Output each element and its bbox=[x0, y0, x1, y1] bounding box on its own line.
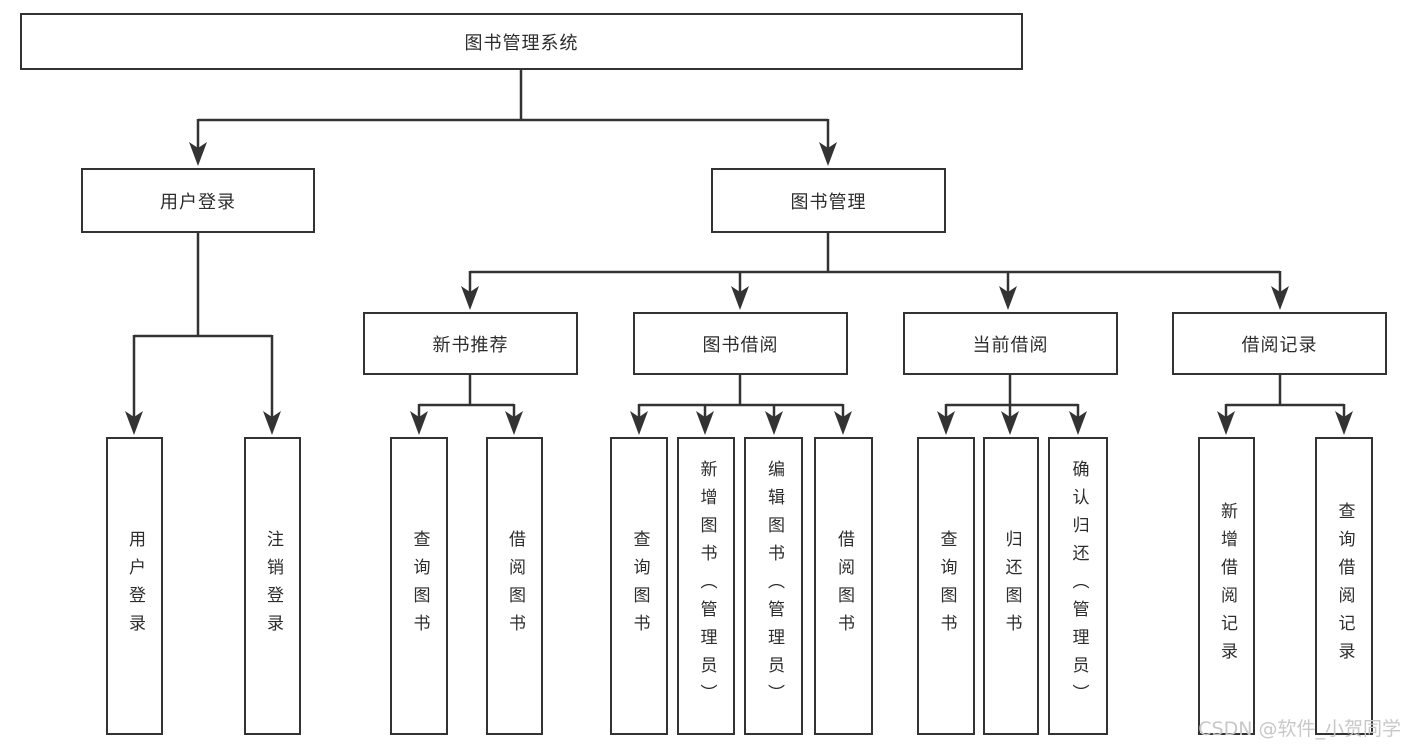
leaf-current-confirm-return-admin-label: 确认归还（管理员） bbox=[1068, 460, 1089, 712]
leaf-newbook-query-book-label: 查询图书 bbox=[409, 530, 430, 642]
node-borrow-record: 借阅记录 bbox=[1172, 312, 1387, 375]
leaf-current-return-book-label: 归还图书 bbox=[1001, 530, 1022, 642]
leaf-record-add-label: 新增借阅记录 bbox=[1217, 502, 1237, 670]
node-book-management-label: 图书管理 bbox=[790, 191, 867, 213]
node-book-management: 图书管理 bbox=[711, 168, 946, 233]
leaf-newbook-borrow-book: 借阅图书 bbox=[486, 437, 543, 735]
leaf-logout-login: 注销登录 bbox=[244, 437, 301, 735]
node-book-borrow: 图书借阅 bbox=[633, 312, 848, 375]
leaf-borrow-edit-book-admin: 编辑图书（管理员） bbox=[744, 437, 803, 735]
leaf-borrow-borrow-book-label: 借阅图书 bbox=[834, 530, 854, 642]
leaf-borrow-borrow-book: 借阅图书 bbox=[814, 437, 873, 735]
leaf-newbook-borrow-book-label: 借阅图书 bbox=[505, 530, 525, 642]
node-new-book-recommend-label: 新书推荐 bbox=[432, 334, 509, 356]
connector-paths bbox=[132, 68, 1346, 419]
watermark: CSDN @软件_小贺同学 bbox=[1198, 718, 1401, 740]
node-new-book-recommend: 新书推荐 bbox=[363, 312, 578, 375]
leaf-user-login: 用户登录 bbox=[106, 437, 163, 735]
leaf-borrow-add-book-admin-label: 新增图书（管理员） bbox=[696, 460, 717, 712]
leaf-borrow-add-book-admin: 新增图书（管理员） bbox=[677, 437, 735, 735]
leaf-newbook-query-book: 查询图书 bbox=[390, 437, 448, 735]
leaf-borrow-query-book: 查询图书 bbox=[610, 437, 668, 735]
node-user-login: 用户登录 bbox=[81, 168, 315, 233]
leaf-borrow-query-book-label: 查询图书 bbox=[629, 530, 650, 642]
node-borrow-record-label: 借阅记录 bbox=[1241, 334, 1318, 356]
node-root: 图书管理系统 bbox=[20, 13, 1023, 70]
leaf-current-query-book: 查询图书 bbox=[917, 437, 975, 735]
node-current-borrow-label: 当前借阅 bbox=[972, 334, 1049, 356]
node-root-label: 图书管理系统 bbox=[464, 32, 579, 54]
node-current-borrow: 当前借阅 bbox=[903, 312, 1118, 375]
leaf-user-login-label: 用户登录 bbox=[125, 530, 145, 642]
leaf-logout-login-label: 注销登录 bbox=[263, 530, 283, 642]
leaf-current-query-book-label: 查询图书 bbox=[936, 530, 957, 642]
leaf-current-return-book: 归还图书 bbox=[983, 437, 1039, 735]
leaf-record-query: 查询借阅记录 bbox=[1315, 437, 1373, 735]
leaf-record-query-label: 查询借阅记录 bbox=[1334, 502, 1355, 670]
leaf-record-add: 新增借阅记录 bbox=[1198, 437, 1255, 735]
node-book-borrow-label: 图书借阅 bbox=[702, 334, 779, 356]
node-user-login-label: 用户登录 bbox=[160, 191, 236, 213]
leaf-borrow-edit-book-admin-label: 编辑图书（管理员） bbox=[764, 460, 784, 712]
leaf-current-confirm-return-admin: 确认归还（管理员） bbox=[1048, 437, 1108, 735]
